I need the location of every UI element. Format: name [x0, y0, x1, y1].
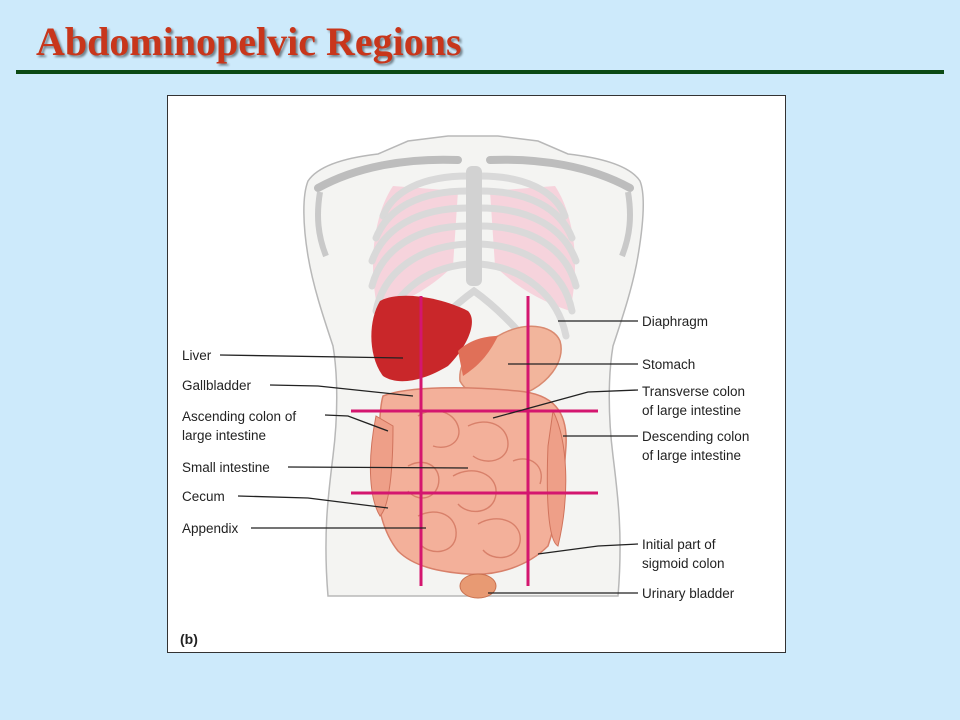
slide-title: Abdominopelvic Regions	[36, 19, 462, 64]
label-ascending-colon-2: large intestine	[182, 428, 266, 443]
anatomy-figure: Liver Gallbladder Ascending colon of lar…	[167, 95, 786, 653]
label-appendix: Appendix	[182, 521, 239, 536]
label-small-intestine: Small intestine	[182, 460, 270, 475]
label-urinary-bladder: Urinary bladder	[642, 586, 735, 601]
label-cecum: Cecum	[182, 489, 225, 504]
label-gallbladder: Gallbladder	[182, 378, 252, 393]
label-sigmoid-colon-1: Initial part of	[642, 537, 716, 552]
label-transverse-colon-2: of large intestine	[642, 403, 741, 418]
label-ascending-colon-1: Ascending colon of	[182, 409, 296, 424]
panel-label: (b)	[180, 631, 198, 647]
label-descending-colon-1: Descending colon	[642, 429, 749, 444]
label-diaphragm: Diaphragm	[642, 314, 708, 329]
label-sigmoid-colon-2: sigmoid colon	[642, 556, 725, 571]
label-transverse-colon-1: Transverse colon	[642, 384, 745, 399]
label-stomach: Stomach	[642, 357, 695, 372]
label-liver: Liver	[182, 348, 212, 363]
label-descending-colon-2: of large intestine	[642, 448, 741, 463]
anatomy-illustration: Liver Gallbladder Ascending colon of lar…	[180, 135, 749, 647]
title-divider	[16, 70, 944, 74]
